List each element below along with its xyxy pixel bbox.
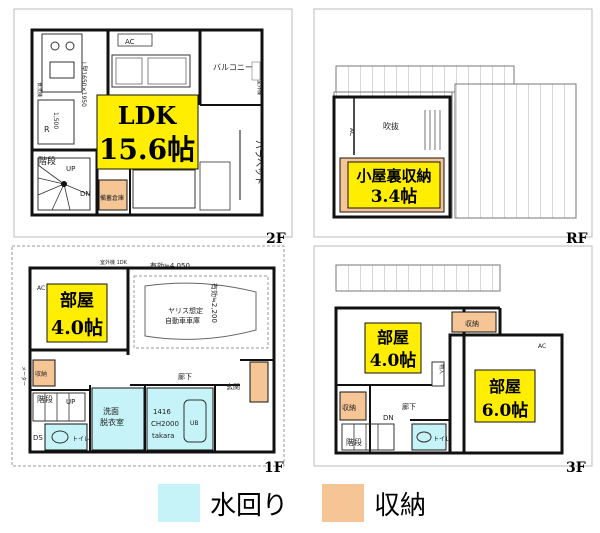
ub-label: UB <box>190 420 199 427</box>
up-label-2f: UP <box>66 165 75 173</box>
storage-1f <box>32 359 56 387</box>
floor-label-3f: 3F <box>566 460 586 476</box>
closet-3f <box>431 361 445 387</box>
legend-water-swatch <box>158 484 200 522</box>
r-mark: R <box>44 125 50 134</box>
loft-size: 3.4帖 <box>371 186 418 207</box>
meter-note-1f: メーター <box>20 366 27 386</box>
storage-2f <box>98 179 128 211</box>
garage <box>133 275 269 349</box>
entrance-label: 玄関 <box>226 382 240 391</box>
ds-label: DS <box>33 434 43 442</box>
toilet-label-1f: トイレ <box>72 436 90 443</box>
washroom <box>91 387 145 451</box>
room-1f-name: 部屋 <box>60 290 94 311</box>
wall-outline-2f <box>30 28 264 217</box>
stairs-1f <box>32 392 86 422</box>
ac-label-3f: AC <box>538 343 546 350</box>
ldk-size: 15.6帖 <box>99 133 195 166</box>
floor-label-rf: RF <box>566 231 588 247</box>
sheet-frame-2f <box>13 8 293 238</box>
floor-3f: AC 収納 収納 物入 部屋 4.0帖 部屋 6.0帖 廊下 DN 階段 トイレ… <box>313 245 593 476</box>
legend-storage-label: 収納 <box>374 490 427 521</box>
legend-storage: 収納 <box>322 484 426 522</box>
outdoor-unit-2f: 室外機 <box>256 80 263 95</box>
bath-note-1: 1416 <box>153 408 171 416</box>
storage-label-3f-top: 収納 <box>465 319 479 328</box>
ldk-highlight <box>96 94 199 170</box>
room-3f-a-highlight <box>364 322 422 374</box>
loft-highlight <box>347 161 441 209</box>
bathroom <box>146 387 214 451</box>
storage-label-1f: 収納 <box>35 370 47 378</box>
toilet-label-3f: トイレ <box>433 436 451 443</box>
ac-label-1f: AC <box>37 285 45 292</box>
closet-label-3f: 物入 <box>438 364 445 374</box>
stairs-label-3f: 階段 <box>346 437 362 447</box>
up-label-1f: UP <box>66 398 75 406</box>
kitchen-island <box>37 99 75 145</box>
legend-water-label: 水回り <box>210 490 289 521</box>
stairs-2f <box>37 157 91 211</box>
dining-table <box>132 169 196 209</box>
floor-rf: AC 吹抜 小屋裏収納 3.4帖 RF <box>313 8 593 247</box>
toilet-3f <box>411 423 447 451</box>
dn-label-3f: DN <box>383 414 394 422</box>
bath-note-2: CH2000 <box>151 420 179 428</box>
floor-label-1f: 1F <box>264 460 284 476</box>
wall-outline-3f <box>334 306 466 455</box>
width-dim: 有効≒4,050 <box>150 261 190 270</box>
legend-storage-swatch <box>322 484 364 522</box>
balcony-label: バルコニー <box>213 63 253 72</box>
wall-outline-3f-right <box>448 333 564 455</box>
ldk-name: LDK <box>118 101 178 130</box>
outdoor-unit-1f: 室外機 1DK <box>100 259 128 266</box>
stairs-3f <box>341 423 395 451</box>
room-3f-a-name: 部屋 <box>377 328 409 347</box>
window-note: L型1650×1950 <box>80 62 88 107</box>
roof-3f <box>335 264 501 292</box>
sheet-frame-rf <box>313 8 593 238</box>
kitchen-counter <box>41 33 83 93</box>
storage-3f-left <box>339 391 367 421</box>
roof-right <box>454 83 577 219</box>
dishwasher-note: 食洗機 <box>36 82 43 97</box>
dn-label-2f: DN <box>80 190 91 198</box>
storage-3f-top <box>451 311 497 333</box>
room-3f-b-size: 6.0帖 <box>482 400 529 421</box>
room-1f-size: 4.0帖 <box>51 316 103 339</box>
ac-label-2f: AC <box>125 38 135 46</box>
sheet-frame-1f <box>11 245 285 467</box>
garage-label: 自動車車庫 <box>165 316 200 325</box>
depth-dim: 有効≒2,200 <box>210 283 219 323</box>
corridor-1f: 廊下 <box>178 372 192 381</box>
sheet-frame-3f <box>313 245 593 467</box>
void-label: 吹抜 <box>383 121 399 131</box>
sofa <box>111 54 191 88</box>
floor-label-2f: 2F <box>266 231 286 247</box>
stairs-label-2f: 階段 <box>38 155 56 167</box>
corridor-3f: 廊下 <box>402 402 416 411</box>
washroom-label-2: 脱衣室 <box>100 417 124 427</box>
ac-label-rf: AC <box>348 128 355 136</box>
room-3f-a-size: 4.0帖 <box>370 350 417 371</box>
parapet-label: パラペット <box>253 140 264 185</box>
floor-2f: R 1,500 L型1650×1950 食洗機 AC バルコニー 室外機 パラペ… <box>13 8 293 247</box>
shoe-storage <box>249 361 269 403</box>
floor-1f: AC 室外機 1DK 部屋 4.0帖 収納 メーター 有効≒4,050 ヤリス想… <box>11 245 285 476</box>
storage-note-2f: 備蓄倉庫 <box>100 194 124 202</box>
loft-name: 小屋裏収納 <box>356 167 431 185</box>
storage-label-3f-left: 収納 <box>342 403 356 412</box>
legend-water: 水回り <box>158 484 288 522</box>
washroom-label-1: 洗面 <box>103 406 119 416</box>
room-1f-highlight <box>46 283 108 343</box>
car-note: ヤリス想定 <box>168 306 203 315</box>
room-3f-b-name: 部屋 <box>489 377 521 396</box>
bath-note-3: takara <box>152 432 174 440</box>
dim-1500: 1,500 <box>52 112 59 129</box>
stairs-label-1f: 階段 <box>37 394 53 404</box>
room-3f-b-highlight <box>474 369 536 423</box>
